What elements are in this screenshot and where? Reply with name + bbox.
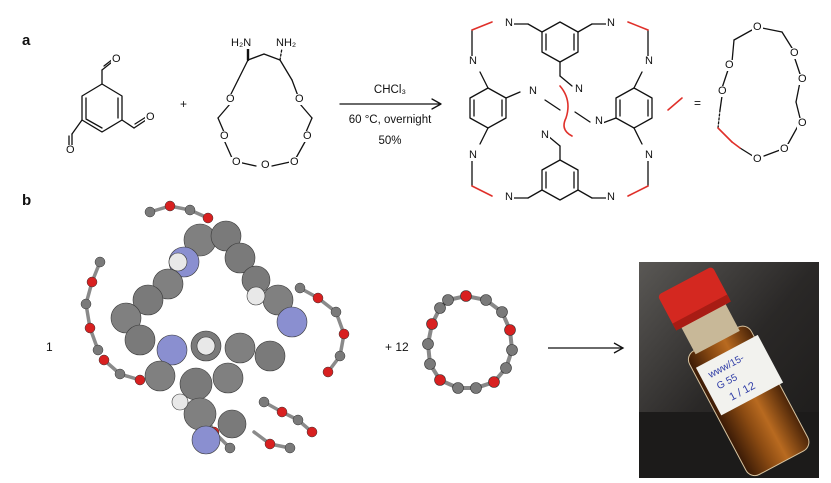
atom-label-o: O — [225, 93, 236, 105]
atom-label-n: N — [540, 129, 550, 141]
crown-count-label: + 12 — [385, 340, 409, 354]
cage-structure — [469, 21, 653, 201]
trialdehyde-structure — [68, 58, 147, 147]
atom-label-n: N — [504, 191, 514, 203]
atom-label-o: O — [779, 143, 790, 155]
atom-label-o: O — [289, 156, 300, 168]
crown-ether-structure — [717, 27, 801, 159]
atom-label-n: N — [468, 55, 478, 67]
atom-label-o: O — [231, 156, 242, 168]
reaction-arrow-b — [548, 342, 625, 354]
plus-sign-a: + — [180, 97, 188, 111]
atom-label-o: O — [797, 73, 808, 85]
atom-label-o: O — [752, 21, 763, 33]
atom-label-o: O — [724, 59, 735, 71]
atom-label-n: N — [528, 85, 538, 97]
atom-label-o: O — [717, 85, 728, 97]
equals-sign: = — [694, 96, 702, 110]
diamine-crown-structure — [217, 46, 313, 167]
highlight-bonds — [471, 21, 741, 197]
cage-space-filling-model — [80, 200, 350, 455]
cage-count-label: 1 — [46, 340, 53, 354]
panel-a-letter: a — [22, 32, 31, 49]
atom-label-o: O — [752, 153, 763, 165]
atom-label-nh2: NH₂ — [275, 37, 298, 49]
crown-ether-ball-model — [422, 290, 518, 394]
atom-label-n: N — [468, 149, 478, 161]
vial-photo: www/15- G 55 1 / 12 — [639, 262, 819, 478]
atom-label-o: O — [789, 47, 800, 59]
panel-b-letter: b — [22, 192, 32, 209]
atom-label-o: O — [302, 130, 313, 142]
atom-label-n: N — [594, 115, 604, 127]
reaction-arrow-a-head — [431, 98, 442, 110]
atom-label-o: O — [145, 111, 156, 123]
atom-label-n: N — [644, 55, 654, 67]
atom-label-o: O — [260, 159, 271, 171]
atom-label-o: O — [294, 93, 305, 105]
atom-label-n: N — [606, 191, 616, 203]
atom-label-n: N — [606, 17, 616, 29]
atom-label-o: O — [797, 117, 808, 129]
atom-label-o: O — [111, 53, 122, 65]
atom-label-n: N — [504, 17, 514, 29]
atom-label-n: N — [574, 83, 584, 95]
atom-label-o: O — [219, 130, 230, 142]
vial-photo-drawing: www/15- G 55 1 / 12 — [639, 262, 819, 478]
atom-label-n: N — [644, 149, 654, 161]
atom-label-o: O — [65, 144, 76, 156]
reaction-yield: 50% — [378, 135, 402, 147]
atom-label-h2n: H₂N — [230, 37, 253, 49]
reaction-solvent: CHCl₃ — [373, 84, 407, 96]
reaction-temperature: 60 °C, overnight — [348, 114, 432, 126]
